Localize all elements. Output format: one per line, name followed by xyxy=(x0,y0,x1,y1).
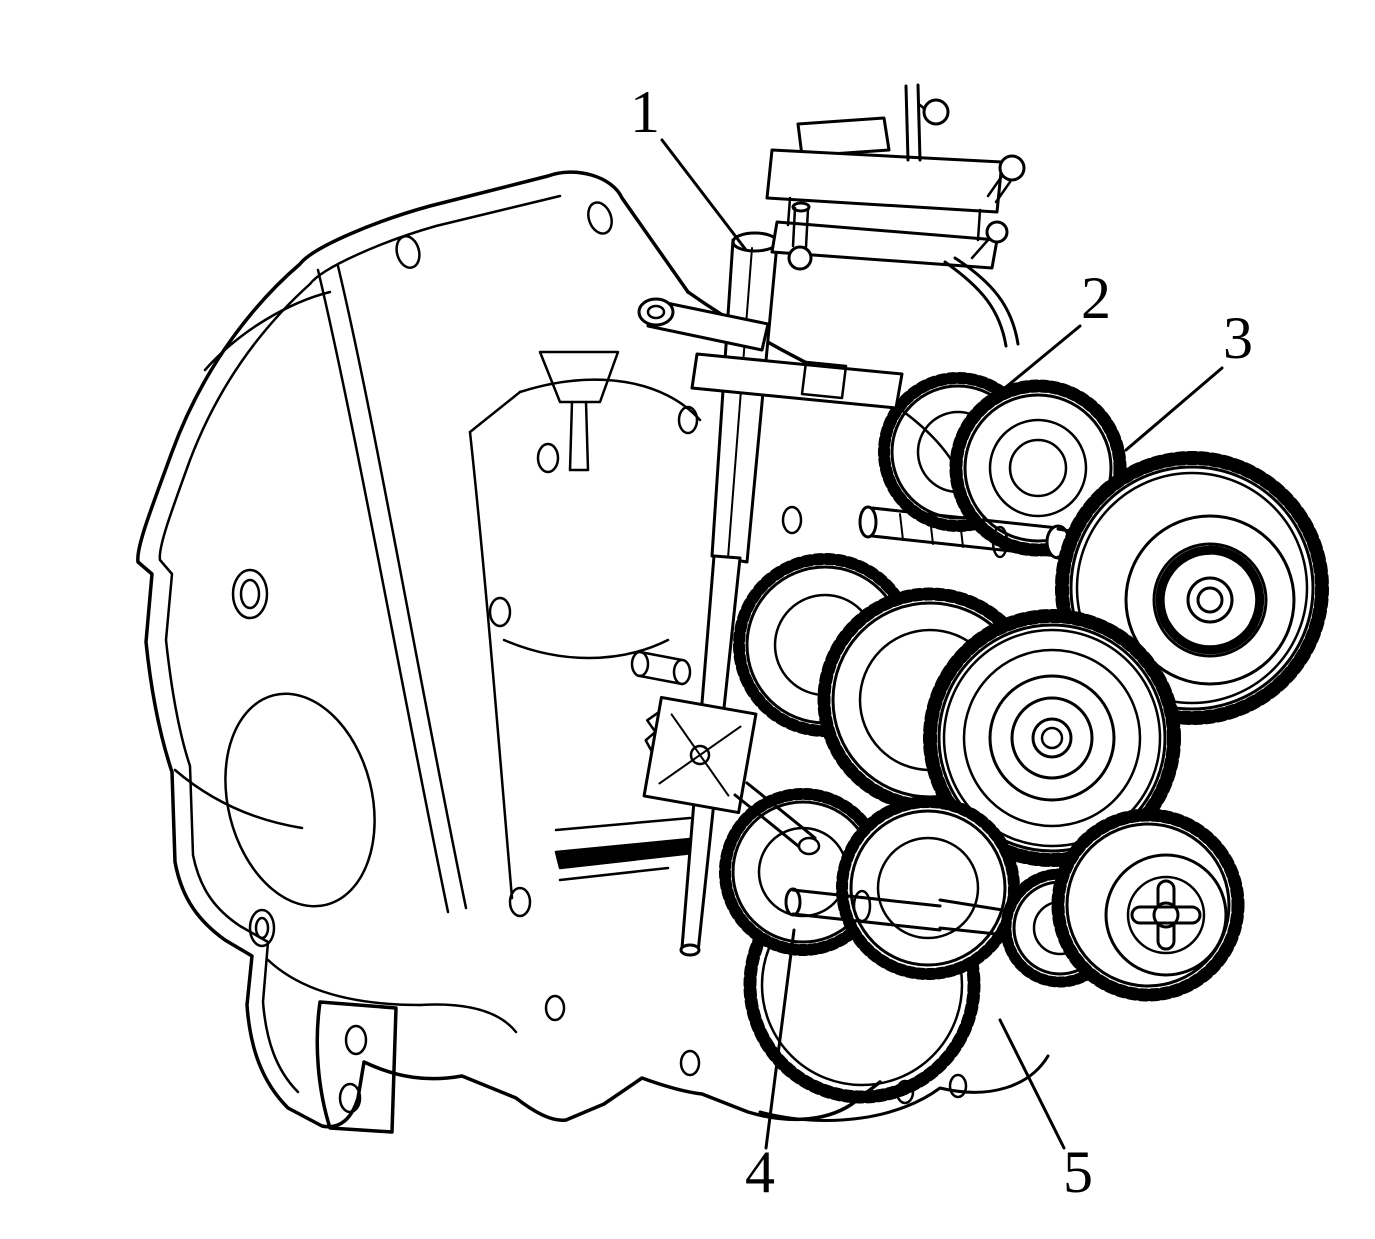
synchronizer-assembly xyxy=(878,372,1127,557)
shift-fork-block xyxy=(642,695,758,815)
oil-funnel xyxy=(538,350,620,472)
shift-shaft-assembly xyxy=(637,231,904,957)
gear-front-center xyxy=(923,609,1181,867)
pivot-bolt xyxy=(787,201,813,271)
housing-boss-oval xyxy=(224,692,376,908)
bolt-holes xyxy=(231,201,701,1077)
callout-3-label: 3 xyxy=(1223,305,1253,371)
housing-fins xyxy=(554,816,704,882)
housing-rib xyxy=(316,268,450,914)
transmission-housing xyxy=(136,170,882,1134)
callout-leaders xyxy=(660,138,1224,1150)
callout-2-label: 2 xyxy=(1081,265,1111,331)
shift-control-tower xyxy=(765,83,1026,348)
housing-rib xyxy=(468,430,514,900)
callout-4-leader xyxy=(764,928,796,1150)
line-art-root xyxy=(136,83,1329,1150)
stud-boss xyxy=(630,650,692,686)
gear-cup-lower-right xyxy=(1051,808,1245,1002)
callout-5-label: 5 xyxy=(1063,1139,1093,1205)
shift-arm xyxy=(637,297,770,352)
gear-train xyxy=(719,372,1329,1122)
callout-labels: 1 2 3 4 5 xyxy=(630,79,1253,1205)
callout-1-leader xyxy=(660,138,748,252)
housing-rib xyxy=(336,264,468,910)
shift-bracket xyxy=(690,352,904,410)
callout-1-label: 1 xyxy=(630,79,660,145)
callout-4-label: 4 xyxy=(745,1139,775,1205)
housing-outline xyxy=(136,170,882,1129)
bottom-flange xyxy=(758,1054,1050,1122)
selector-pin xyxy=(904,83,950,162)
housing-inner-flange xyxy=(158,194,562,1094)
callout-2-leader xyxy=(964,324,1082,422)
ball-stud-upper xyxy=(986,154,1026,204)
ball-stud-lower xyxy=(970,220,1009,260)
mounting-bracket xyxy=(315,1000,398,1134)
gear-lower-center xyxy=(836,796,1020,980)
callout-3-leader xyxy=(1124,366,1224,452)
callout-5-leader xyxy=(998,1018,1066,1150)
